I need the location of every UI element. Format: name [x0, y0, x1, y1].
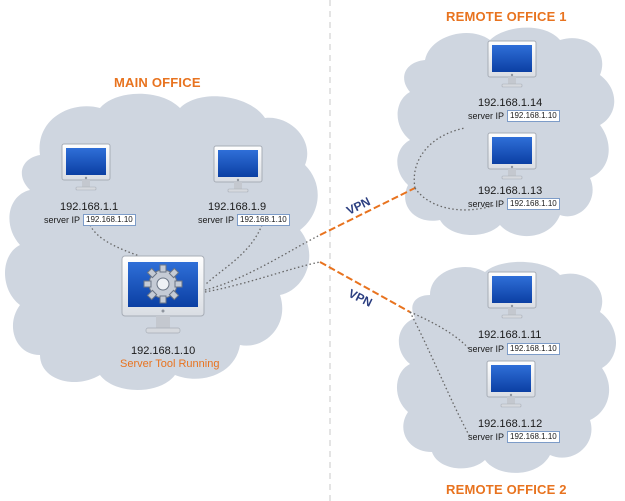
server-ip-field: server IP 192.168.1.10	[468, 343, 560, 355]
server-ip-label: server IP	[44, 214, 81, 225]
link-remote-2-client-11	[409, 311, 471, 351]
server-ip-value: 192.168.1.10	[507, 110, 560, 122]
server-ip-value: 192.168.1.10	[83, 214, 136, 226]
client-ip: 192.168.1.14	[478, 97, 543, 109]
remote-office-1-title: REMOTE OFFICE 1	[446, 9, 567, 24]
server-ip-value: 192.168.1.10	[507, 343, 560, 355]
server-ip-value: 192.168.1.10	[237, 214, 290, 226]
server-ip: 192.168.1.10	[131, 345, 196, 357]
client-ip: 192.168.1.11	[478, 329, 542, 341]
link-remote-1-client-14	[413, 127, 466, 189]
server-ip-field: server IP 192.168.1.10	[468, 431, 560, 443]
main-office-title: MAIN OFFICE	[114, 75, 201, 90]
server-ip-field: server IP 192.168.1.10	[468, 198, 560, 210]
server-ip-label: server IP	[198, 214, 235, 225]
server-ip-label: server IP	[468, 198, 505, 209]
vpn-line-remote-1	[319, 187, 416, 236]
client-ip: 192.168.1.9	[208, 201, 267, 213]
link-server-to-remote-2	[204, 261, 321, 293]
vpn-line-remote-2	[319, 261, 411, 313]
link-server-to-client-9	[204, 224, 263, 286]
gear-icon	[143, 264, 183, 304]
server-ip-field: server IP 192.168.1.10	[198, 214, 290, 226]
client-ip: 192.168.1.12	[478, 418, 543, 430]
client-ip: 192.168.1.13	[478, 185, 543, 197]
server-ip-label: server IP	[468, 431, 505, 442]
server-ip-field: server IP 192.168.1.10	[44, 214, 136, 226]
server-ip-value: 192.168.1.10	[507, 198, 560, 210]
link-remote-2-client-12	[409, 311, 471, 438]
server-status: Server Tool Running	[120, 358, 220, 370]
client-ip: 192.168.1.1	[60, 201, 119, 213]
server-ip-label: server IP	[468, 343, 505, 354]
remote-office-2-title: REMOTE OFFICE 2	[446, 482, 567, 497]
link-remote-1-client-13	[414, 187, 496, 211]
server-ip-value: 192.168.1.10	[507, 431, 560, 443]
server-ip-field: server IP 192.168.1.10	[468, 110, 560, 122]
remote-office-1-cloud	[397, 27, 615, 237]
server-ip-label: server IP	[468, 110, 505, 121]
